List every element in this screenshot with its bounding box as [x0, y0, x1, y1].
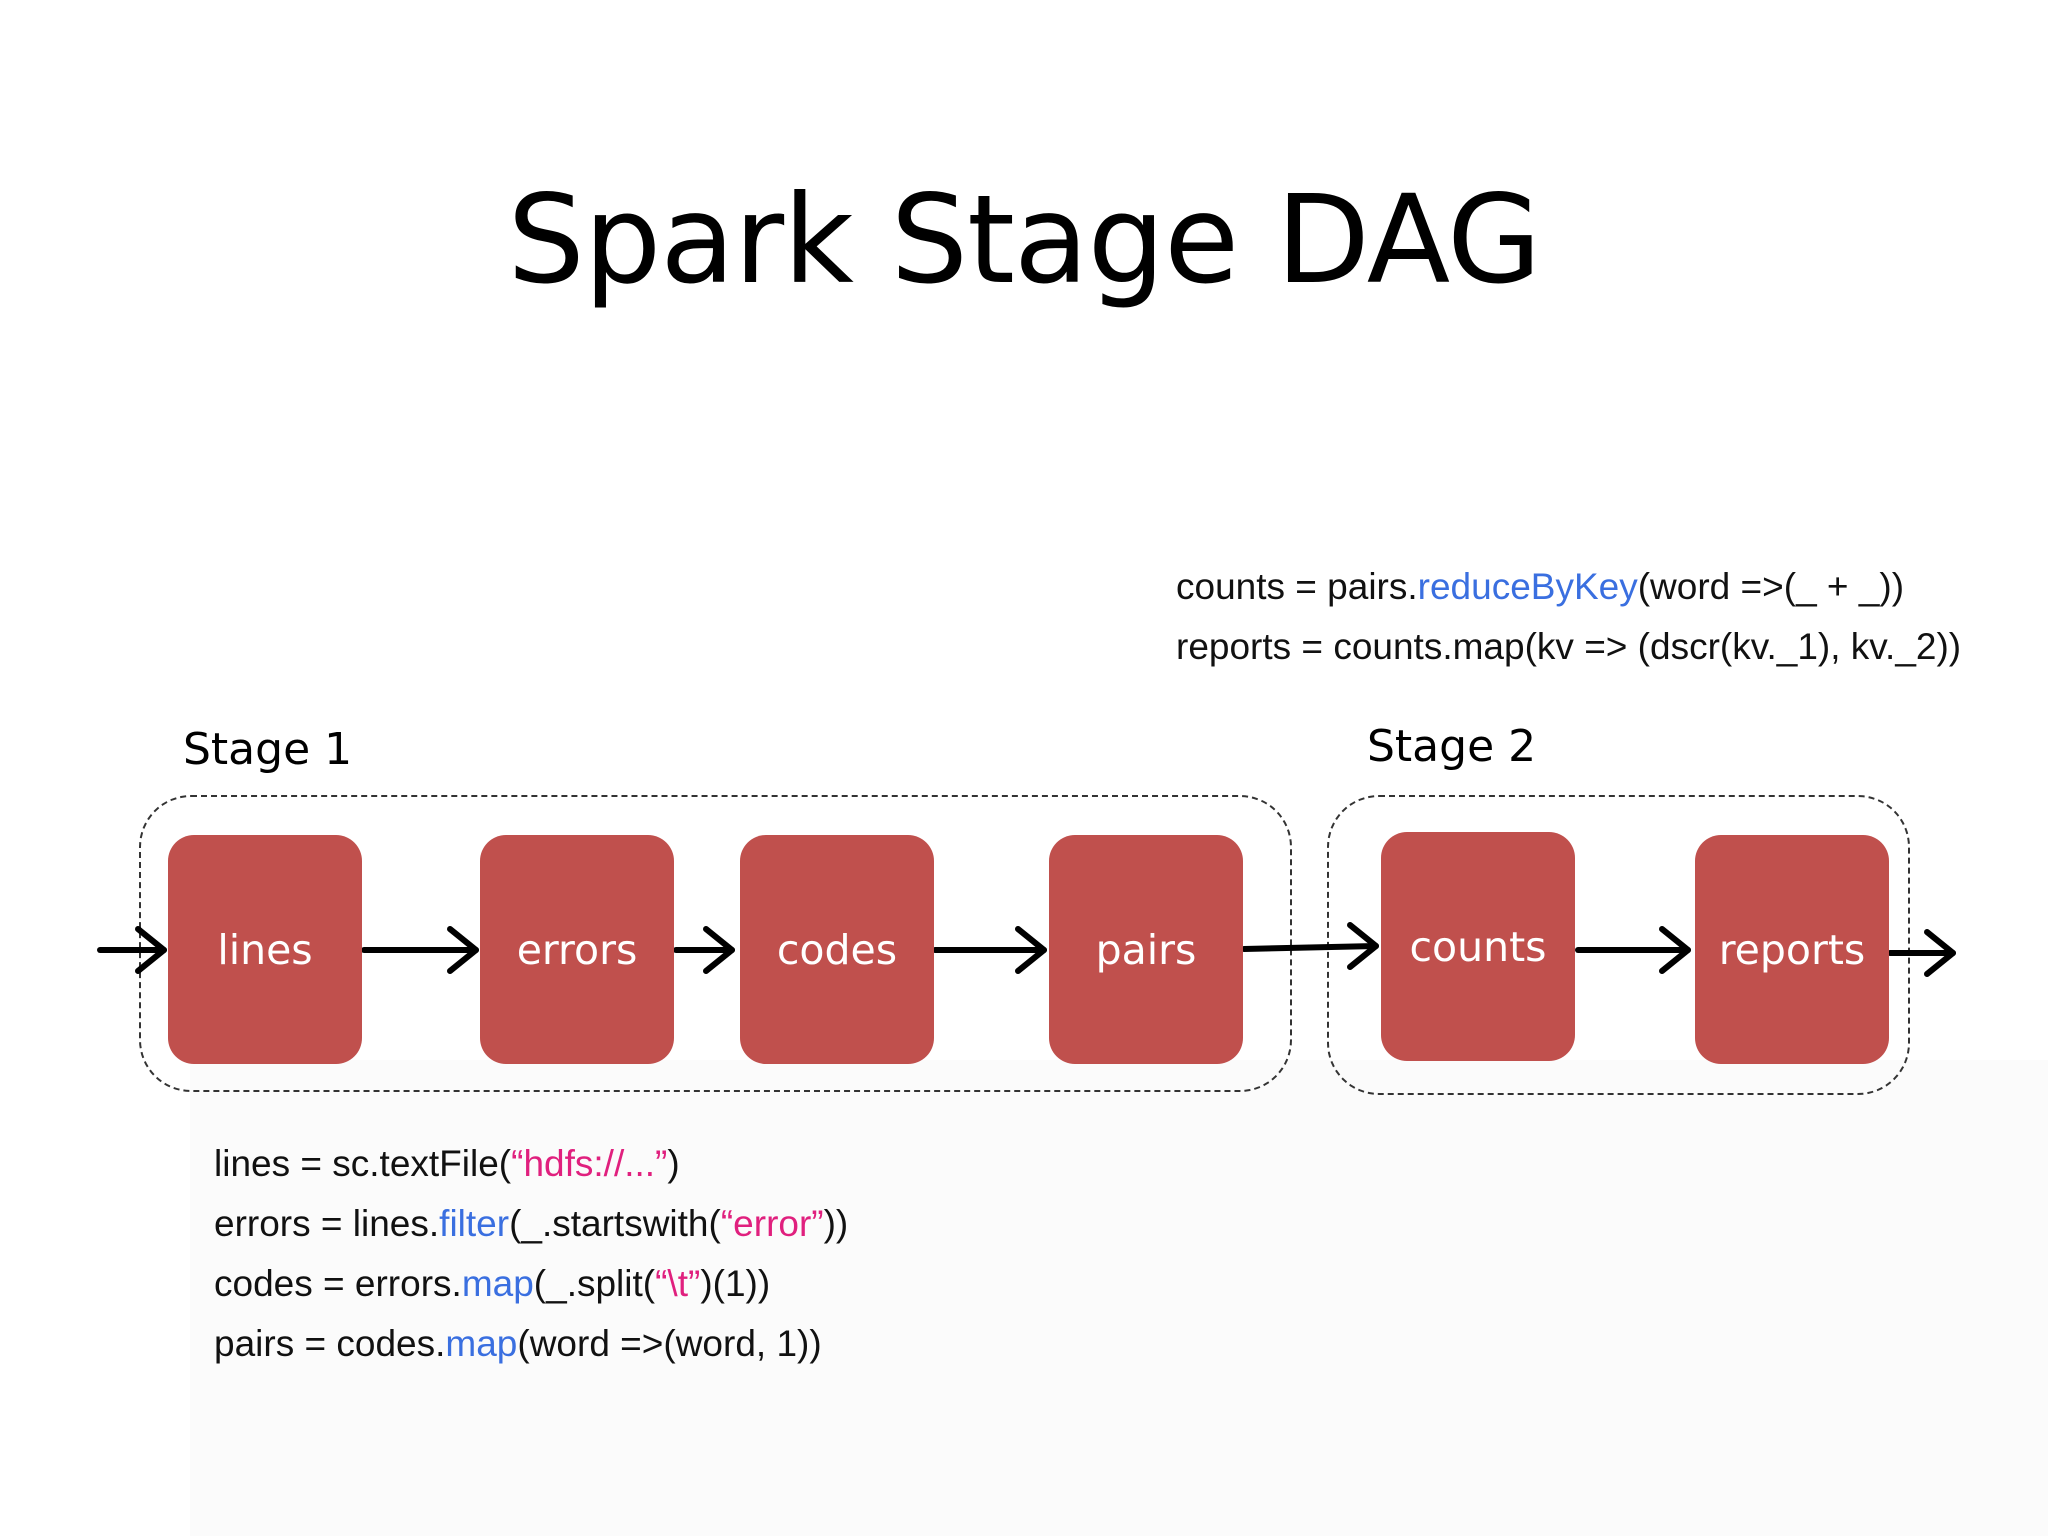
- stage1-code-block: lines = sc.textFile(“hdfs://...”)errors …: [214, 1134, 848, 1374]
- node-counts: counts: [1381, 832, 1575, 1061]
- method-token: reduceByKey: [1417, 566, 1638, 607]
- string-token: “hdfs://...”: [511, 1143, 668, 1184]
- node-codes: codes: [740, 835, 934, 1064]
- stage1-code-line: lines = sc.textFile(“hdfs://...”): [214, 1134, 848, 1194]
- code-token: codes = errors.: [214, 1263, 462, 1304]
- node-pairs: pairs: [1049, 835, 1243, 1064]
- code-token: )): [823, 1203, 849, 1244]
- method-token: map: [445, 1323, 518, 1364]
- slide-background: [190, 1060, 2048, 1536]
- code-token: lines = sc.textFile(: [214, 1143, 512, 1184]
- node-lines: lines: [168, 835, 362, 1064]
- code-token: errors = lines.: [214, 1203, 440, 1244]
- stage2-code-line: reports = counts.map(kv => (dscr(kv._1),…: [1176, 617, 1961, 677]
- code-token: (word =>(_ + _)): [1637, 566, 1905, 607]
- code-token: )(1)): [700, 1263, 771, 1304]
- node-reports: reports: [1695, 835, 1889, 1064]
- code-token: reports = counts.map(kv => (dscr(kv._1),…: [1176, 626, 1962, 667]
- slide-title: Spark Stage DAG: [507, 169, 1541, 311]
- stage1-code-line: errors = lines.filter(_.startswith(“erro…: [214, 1194, 848, 1254]
- stage-1-label: Stage 1: [183, 724, 353, 775]
- code-token: counts = pairs.: [1176, 566, 1418, 607]
- string-token: “error”: [720, 1203, 824, 1244]
- stage1-code-line: pairs = codes.map(word =>(word, 1)): [214, 1314, 848, 1374]
- code-token: (_.split(: [533, 1263, 656, 1304]
- code-token: (word =>(word, 1)): [517, 1323, 822, 1364]
- stage2-code-block: counts = pairs.reduceByKey(word =>(_ + _…: [1176, 557, 1961, 677]
- stage-2-label: Stage 2: [1367, 721, 1537, 772]
- stage1-code-line: codes = errors.map(_.split(“\t”)(1)): [214, 1254, 848, 1314]
- code-token: pairs = codes.: [214, 1323, 446, 1364]
- method-token: map: [461, 1263, 534, 1304]
- code-token: (_.startswith(: [509, 1203, 721, 1244]
- method-token: filter: [439, 1203, 510, 1244]
- string-token: “\t”: [655, 1263, 701, 1304]
- stage2-code-line: counts = pairs.reduceByKey(word =>(_ + _…: [1176, 557, 1961, 617]
- node-errors: errors: [480, 835, 674, 1064]
- code-token: ): [667, 1143, 680, 1184]
